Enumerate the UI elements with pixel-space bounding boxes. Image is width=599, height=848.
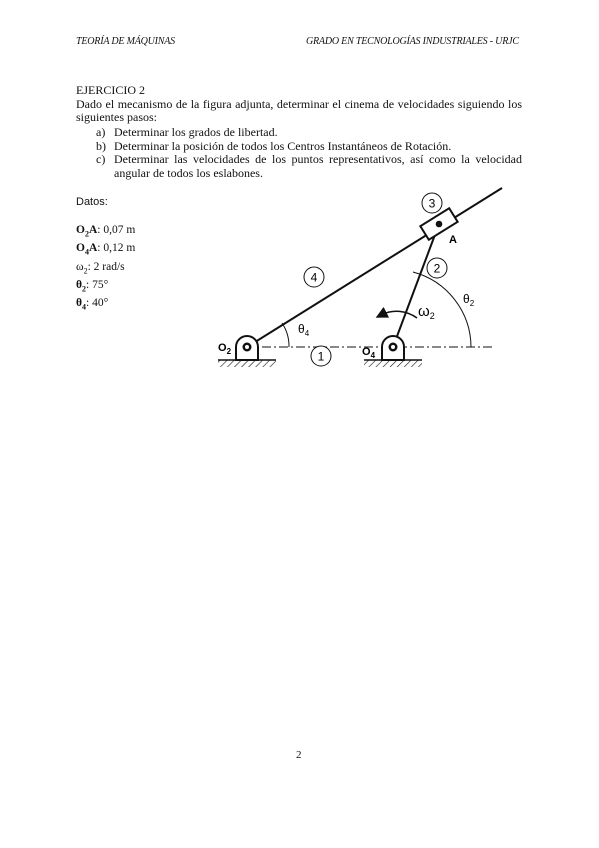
o4-label-sub: 4: [371, 351, 376, 360]
theta2-sub: 2: [470, 299, 475, 308]
exercise-title: EJERCICIO 2: [76, 83, 145, 97]
link-label-4: 4: [303, 266, 325, 288]
dato-theta2: θ2: 75°: [76, 278, 109, 294]
omega2-sub: 2: [430, 311, 435, 321]
step-text: Determinar los grados de libertad.: [114, 125, 278, 139]
dato-value: : 40°: [86, 297, 109, 310]
link-label-3: 3: [421, 192, 443, 214]
theta4-main: θ: [298, 322, 305, 336]
link-label-4-text: 4: [311, 271, 318, 285]
dato-value: : 75°: [86, 278, 109, 291]
dato-value: : 0,12 m: [97, 242, 136, 255]
point-a-label: A: [449, 234, 457, 246]
link-label-2: 2: [426, 257, 448, 279]
step-text: Determinar las velocidades de los puntos…: [114, 152, 522, 180]
omega2-main: ω: [418, 303, 430, 320]
theta4-label: θ4: [298, 322, 310, 338]
o2-label: O2: [218, 342, 232, 356]
dato-o4a: O4A: 0,12 m: [76, 242, 136, 257]
page-number: 2: [296, 749, 302, 761]
o2-label-sub: 2: [227, 347, 232, 356]
link-label-1-text: 1: [318, 350, 325, 364]
dato-value: : 2 rad/s: [87, 260, 125, 273]
link-label-3-text: 3: [429, 197, 436, 211]
datos-list: O2A: 0,07 m O4A: 0,12 m ω2: 2 rad/s θ2: …: [76, 223, 135, 314]
step-item: b) Determinar la posición de todos los Ce…: [96, 138, 522, 154]
o4-label: O4: [362, 346, 376, 360]
link-label-2-text: 2: [434, 262, 441, 276]
step-label: c): [96, 152, 106, 167]
ground-hatch-o2: [218, 359, 276, 367]
link-label-1: 1: [310, 345, 332, 367]
dato-theta4: θ4: 40°: [76, 297, 109, 312]
step-item: a) Determinar los grados de libertad.: [96, 125, 522, 140]
theta2-main: θ: [463, 292, 470, 306]
dato-omega2: ω2: 2 rad/s: [76, 260, 125, 275]
step-label: a): [96, 125, 106, 139]
pivot-o2: [235, 335, 259, 361]
header-course: TEORÍA DE MÁQUINAS: [76, 36, 175, 47]
theta2-label: θ2: [463, 292, 475, 308]
omega2-label: ω2: [418, 303, 435, 321]
theta4-sub: 4: [305, 329, 310, 338]
steps-list: a) Determinar los grados de libertad. b) D…: [96, 125, 522, 180]
header-degree: GRADO EN TECNOLOGÍAS INDUSTRIALES - URJC: [306, 36, 519, 47]
o4-label-main: O: [362, 346, 371, 358]
o2-label-main: O: [218, 342, 227, 354]
dato-value: : 0,07 m: [97, 224, 136, 236]
exercise-intro: Dado el mecanismo de la figura adjunta, …: [76, 97, 522, 124]
theta2-arc: [412, 271, 472, 348]
dato-o2a: O2A: 0,07 m: [76, 224, 136, 239]
step-item: c) Determinar las velocidades de los punt…: [96, 152, 522, 180]
datos-heading: Datos:: [76, 196, 108, 208]
theta4-arc: [281, 322, 290, 348]
link-4: [246, 187, 503, 348]
step-label: b): [96, 138, 106, 153]
pivot-o4: [381, 335, 405, 361]
point-a-joint: [435, 220, 443, 228]
link-2: [392, 223, 440, 348]
step-text: Determinar la posición de todos los Cent…: [114, 138, 452, 153]
ground-hatch-o4: [364, 359, 422, 367]
omega2-arrow: [375, 306, 418, 319]
